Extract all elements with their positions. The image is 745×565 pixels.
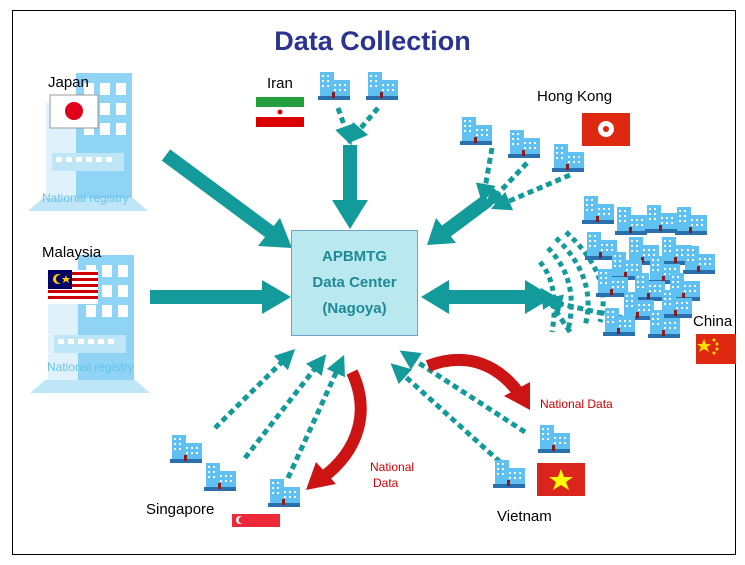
solid-arrows xyxy=(150,145,553,314)
building-icon xyxy=(508,130,540,158)
national-data-arrows xyxy=(306,353,530,490)
building-icon xyxy=(204,463,236,491)
hongkong-arrow xyxy=(440,194,493,238)
building-icon xyxy=(538,425,570,453)
building-icon xyxy=(170,435,202,463)
malaysia-flag-icon xyxy=(48,270,98,304)
page-title: Data Collection xyxy=(274,26,471,56)
national-data-label-vietnam: National Data xyxy=(540,397,613,411)
china-arrow-head-right xyxy=(525,280,553,314)
malaysia-arrow-head xyxy=(262,280,291,314)
country-label-china: China xyxy=(693,313,733,330)
iran-dotted-arrow xyxy=(347,106,380,144)
building-icon xyxy=(268,479,300,507)
building-icon xyxy=(683,246,715,274)
building-icon xyxy=(675,207,707,235)
building-icon xyxy=(552,144,584,172)
iran-flag-icon xyxy=(256,97,304,127)
iran-arrow-head xyxy=(332,200,368,229)
japan-arrow-head xyxy=(258,218,292,248)
national-data-label-singapore-line-1: National xyxy=(370,460,415,474)
country-label-japan: Japan xyxy=(48,74,89,91)
vietnam-dotted-arrow xyxy=(390,363,502,464)
data-center-line-3: (Nagoya) xyxy=(322,300,387,317)
country-label-vietnam: Vietnam xyxy=(497,508,552,525)
building-icon xyxy=(460,117,492,145)
china-flag-icon xyxy=(696,334,736,364)
registry-label-malaysia: National registry xyxy=(47,360,134,374)
data-center-box: APBMTG Data Center (Nagoya) xyxy=(291,230,418,336)
vietnam-national-data-arrow xyxy=(425,353,523,396)
singapore-dotted-arrow xyxy=(243,354,327,460)
japan-flag-icon xyxy=(49,94,99,129)
building-icon xyxy=(318,72,350,100)
dotted-arrows xyxy=(213,106,633,480)
china-dotted-arrow xyxy=(540,287,573,334)
country-label-singapore: Singapore xyxy=(146,501,215,518)
singapore-national-data-arrow xyxy=(318,369,367,483)
singapore-dotted-arrow xyxy=(285,354,345,480)
data-center-line-1: APBMTG xyxy=(322,248,387,265)
japan-arrow xyxy=(161,149,275,238)
iran-dotted-arrow xyxy=(335,107,355,146)
building-icon xyxy=(615,207,647,235)
national-data-label-singapore-line-2: Data xyxy=(373,476,399,490)
vietnam-flag-icon xyxy=(537,463,585,496)
singapore-national-data-arrow-head xyxy=(306,462,336,490)
building-icon xyxy=(645,205,677,233)
hongkong-dotted-arrow xyxy=(475,147,496,204)
singapore-dotted-arrow xyxy=(213,348,296,430)
china-arrow-head-left xyxy=(421,280,449,314)
vietnam-dotted-arrow xyxy=(399,350,527,435)
hongkong-flag-icon xyxy=(582,113,630,146)
slide-frame xyxy=(12,10,736,555)
country-label-iran: Iran xyxy=(267,75,293,92)
vietnam-national-data-arrow-head xyxy=(504,382,530,410)
building-icon xyxy=(493,460,525,488)
registry-label-japan: National registry xyxy=(42,191,129,205)
data-center-line-2: Data Center xyxy=(312,274,397,291)
country-label-malaysia: Malaysia xyxy=(42,244,102,261)
hongkong-dotted-arrow xyxy=(490,172,571,211)
hongkong-arrow-head xyxy=(427,218,456,245)
singapore-flag-icon xyxy=(232,514,280,541)
country-label-hong-kong: Hong Kong xyxy=(537,88,613,105)
building-icon xyxy=(366,72,398,100)
building-icon xyxy=(582,196,614,224)
